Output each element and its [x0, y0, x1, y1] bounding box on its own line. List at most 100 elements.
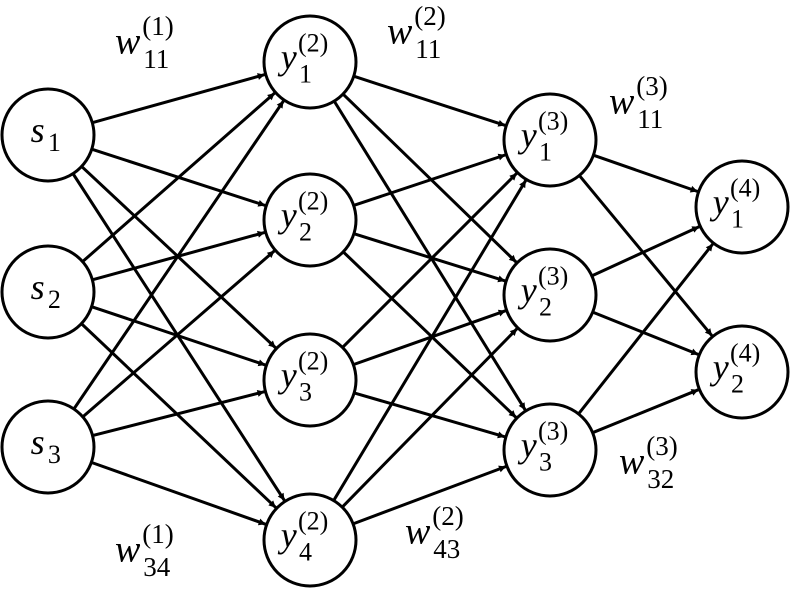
weights-subscript: 11: [637, 104, 663, 134]
edge-s1-to-y21: [91, 73, 266, 125]
weights-superscript: (1): [142, 519, 173, 549]
nodes-base-letter: s: [31, 422, 45, 462]
node-circle: [262, 332, 358, 428]
node-circle: [694, 159, 790, 255]
node-circle: [0, 244, 96, 340]
node-circle: [262, 14, 358, 110]
edge-s2-to-y24: [80, 322, 277, 509]
nodes-superscript: (4): [730, 339, 760, 368]
weights-superscript: (2): [414, 1, 445, 31]
edge-y21-to-y33: [332, 100, 527, 411]
weights-base-letter: w: [619, 440, 645, 482]
edge-s3-to-y24: [90, 460, 267, 526]
weights-label-w2_11: w(2)11: [387, 1, 446, 64]
weights-subscript: 32: [647, 464, 674, 494]
edge-y22-to-y33: [342, 250, 518, 419]
edge-y22-to-y32: [353, 232, 506, 283]
nodes-subscript: 1: [48, 128, 61, 157]
edge-s3-to-y23: [92, 389, 265, 438]
node-circle: [0, 87, 96, 183]
weights-base-letter: w: [405, 510, 431, 552]
weights-label-w2_43: w(2)43: [405, 501, 464, 564]
edge-y33-to-y41: [577, 242, 715, 415]
edge-y32-to-y41: [591, 225, 700, 278]
nodes-label-y41: y(4)1: [710, 174, 761, 234]
nodes-label-y23: y(2)3: [278, 347, 329, 407]
edge-y31-to-y41: [592, 153, 699, 193]
edge-y23-to-y31: [341, 172, 518, 349]
nodes-label-y22: y(2)2: [278, 187, 329, 247]
weights-superscript: (2): [432, 501, 463, 531]
node-y22: y(2)2: [262, 172, 358, 268]
node-circle: [694, 324, 790, 420]
nodes-label-y21: y(2)1: [278, 29, 329, 89]
nodes-subscript: 1: [539, 137, 552, 166]
edge-y23-to-y32: [352, 309, 507, 367]
nodes-label-y33: y(3)3: [518, 417, 569, 477]
weights-base-letter: w: [115, 528, 141, 570]
weights-label-w3_11: w(3)11: [609, 71, 668, 134]
edge-y24-to-y32: [341, 327, 519, 509]
nodes-base-letter: y: [518, 115, 537, 155]
nodes-superscript: (3): [538, 107, 568, 136]
weights-label-w3_32: w(3)32: [619, 431, 678, 494]
node-circle: [502, 92, 598, 188]
edge-y23-to-y33: [353, 391, 506, 439]
nodes-subscript: 2: [539, 292, 552, 321]
nodes-superscript: (2): [298, 507, 328, 536]
nodes-label-y42: y(4)2: [710, 339, 761, 399]
edge-s3-to-y22: [81, 249, 276, 419]
edge-s3-to-y21: [72, 100, 285, 410]
nodes-subscript: 1: [299, 59, 312, 88]
nodes-base-letter: y: [278, 37, 297, 77]
edge-y31-to-y42: [578, 174, 714, 337]
node-circle: [262, 172, 358, 268]
nodes-base-letter: y: [710, 182, 729, 222]
node-circle: [502, 247, 598, 343]
nodes-subscript: 2: [48, 285, 61, 314]
node-y42: y(4)2: [694, 324, 790, 420]
nodes-label-y31: y(3)1: [518, 107, 569, 167]
weights-base-letter: w: [609, 80, 635, 122]
nodes-label-y24: y(2)4: [278, 507, 329, 567]
nodes-subscript: 1: [731, 204, 744, 233]
weights-subscript: 11: [143, 44, 169, 74]
nodes-base-letter: y: [278, 355, 297, 395]
weights-label-w1_34: w(1)34: [115, 519, 174, 582]
nodes-superscript: (3): [538, 262, 568, 291]
weights-superscript: (3): [646, 431, 677, 461]
nodes-superscript: (4): [730, 174, 760, 203]
node-circle: [0, 399, 96, 495]
weights-base-letter: w: [115, 20, 141, 62]
nodes-base-letter: s: [31, 267, 45, 307]
node-y21: y(2)1: [262, 14, 358, 110]
node-y32: y(3)2: [502, 247, 598, 343]
nodes-superscript: (2): [298, 347, 328, 376]
weights-base-letter: w: [387, 10, 413, 52]
weights-subscript: 43: [433, 534, 460, 564]
nodes-base-letter: y: [278, 515, 297, 555]
nodes-base-letter: y: [278, 195, 297, 235]
nodes-base-letter: y: [710, 347, 729, 387]
nodes-subscript: 3: [539, 447, 552, 476]
edge-s2-to-y21: [81, 91, 276, 263]
edge-y32-to-y42: [592, 310, 699, 356]
weights-subscript: 11: [415, 34, 441, 64]
edge-y33-to-y42: [592, 388, 700, 435]
nodes-superscript: (2): [298, 187, 328, 216]
edge-y24-to-y31: [332, 179, 528, 502]
node-y31: y(3)1: [502, 92, 598, 188]
node-circle: [262, 492, 358, 588]
nodes-superscript: (2): [298, 29, 328, 58]
node-y41: y(4)1: [694, 159, 790, 255]
node-circle: [502, 402, 598, 498]
nodes-superscript: (3): [538, 417, 568, 446]
edge-y24-to-y33: [352, 465, 507, 526]
